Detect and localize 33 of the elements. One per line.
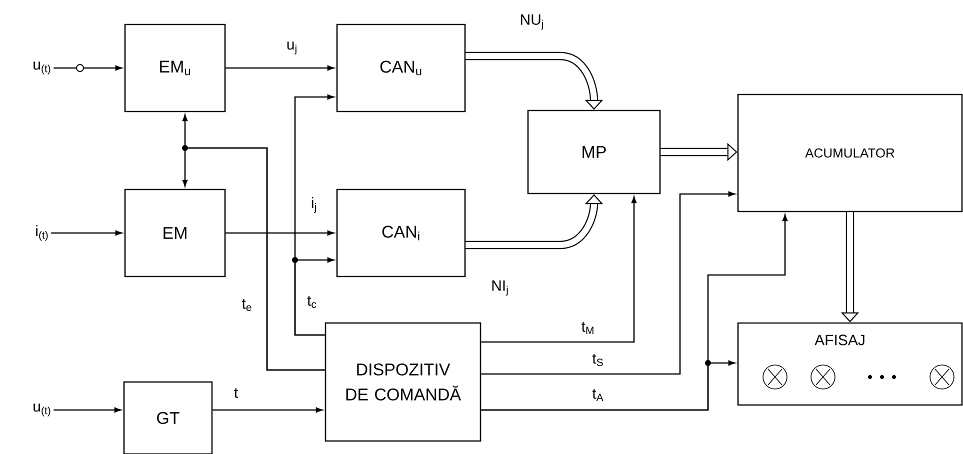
arrow [294, 257, 334, 336]
edge-label: t [232, 387, 240, 399]
arrow [481, 214, 788, 411]
arrow [481, 191, 735, 375]
edge-label: t$_{c}$ [306, 295, 318, 309]
arrow [466, 52, 604, 110]
block-box: CAN$_{i}$ [336, 188, 466, 278]
edge-label: t$_{S}$ [591, 352, 605, 368]
block-box: GT [123, 381, 213, 454]
block-box: MP [527, 110, 661, 194]
block-box: EM$_{u}$ [124, 24, 226, 112]
edge-label: NI$_{j}$ [490, 279, 510, 297]
arrow [51, 230, 122, 236]
edge-label: NU$_{j}$ [518, 13, 546, 31]
edge-label: u$_{j}$ [285, 40, 299, 56]
input-label: u$_{(t)}$ [34, 62, 50, 74]
arrow [226, 65, 334, 71]
block-box: ACUMULATOR [737, 94, 963, 212]
arrow [212, 407, 323, 413]
arrow [54, 65, 122, 71]
block-box: DISPOZITIV DE COMANDĂ [324, 322, 482, 442]
input-label: u$_{(t)}$ [34, 404, 50, 416]
edge-label: t$_{A}$ [591, 388, 605, 402]
edge-label: t$_{M}$ [580, 321, 596, 335]
arrow [481, 196, 637, 343]
block-box: CAN$_{u}$ [336, 24, 466, 112]
display-box: AFISAJ [737, 322, 963, 406]
arrow [226, 230, 334, 236]
edge-label: t$_{e}$ [240, 298, 254, 312]
input-label: i$_{(t)}$ [36, 225, 48, 241]
block-box: EM [124, 188, 226, 278]
edge-label: i$_{j}$ [310, 196, 318, 214]
arrow [54, 407, 122, 413]
